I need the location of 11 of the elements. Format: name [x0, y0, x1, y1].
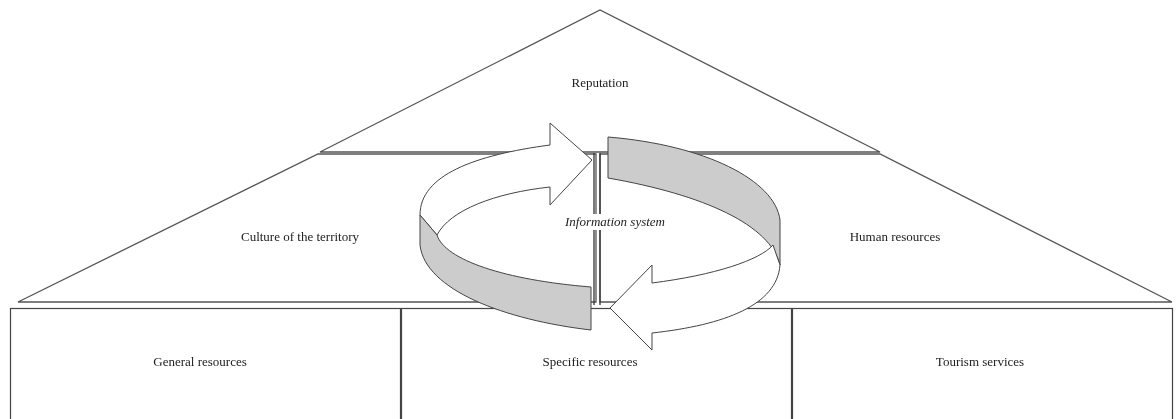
node-label: Specific resources	[542, 354, 638, 370]
node-label: Culture of the territory	[240, 229, 360, 245]
resource-box	[401, 308, 792, 419]
resource-box	[10, 308, 401, 419]
node-label: General resources	[153, 354, 247, 370]
roof-triangle	[318, 8, 882, 154]
node-label: Human resources	[849, 229, 941, 245]
resource-box	[792, 308, 1173, 419]
diagram-label: Information system	[563, 214, 667, 230]
node-label: Tourism services	[935, 354, 1025, 370]
node-label: Reputation	[571, 75, 629, 91]
